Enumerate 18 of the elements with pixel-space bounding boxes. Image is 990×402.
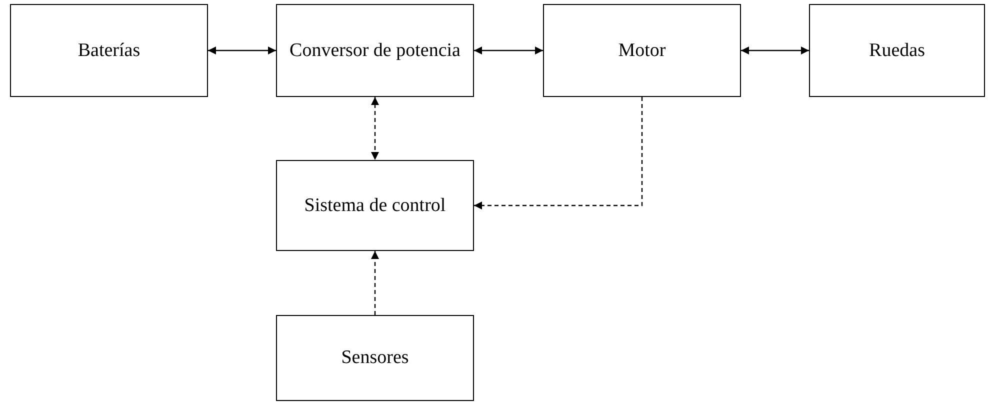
arrow — [208, 46, 276, 54]
arrow — [474, 97, 643, 210]
process-box — [276, 315, 474, 401]
box-label: Baterías — [78, 38, 140, 62]
arrow — [371, 251, 379, 315]
process-box — [10, 4, 208, 97]
process-box — [276, 160, 474, 251]
arrow — [474, 46, 543, 54]
arrow — [741, 46, 809, 54]
box-label: Ruedas — [869, 38, 925, 62]
box-label: Motor — [618, 38, 666, 62]
box-label: Conversor de potencia — [290, 38, 460, 62]
box-label: Sensores — [341, 346, 409, 370]
box-label: Sistema de control — [304, 194, 446, 218]
process-box — [809, 4, 985, 97]
arrow — [371, 97, 379, 160]
process-box — [543, 4, 741, 97]
process-box — [276, 4, 474, 97]
